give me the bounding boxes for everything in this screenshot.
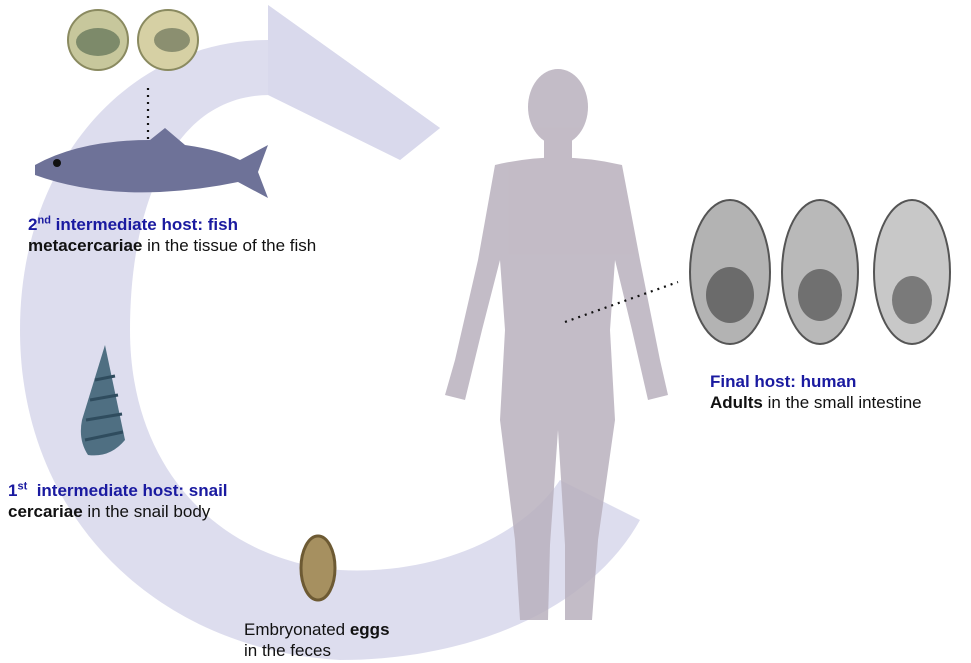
snail-host-suffix: st	[17, 480, 27, 492]
eggs-prefix: Embryonated	[244, 620, 350, 639]
human-host-title: Final host: human	[710, 372, 856, 391]
fish-stage: metacercariae	[28, 236, 142, 255]
fish-host-title: 2nd intermediate host: fish	[28, 215, 238, 234]
snail-location: in the snail body	[83, 502, 211, 521]
snail-host-text: intermediate host: snail	[27, 481, 227, 500]
egg-icon	[301, 536, 335, 600]
fish-host-text: intermediate host: fish	[51, 215, 238, 234]
snail-host-label: 1st intermediate host: snail cercariae i…	[8, 480, 228, 522]
fish-host-label: 2nd intermediate host: fish metacercaria…	[28, 214, 316, 256]
human-location: in the small intestine	[763, 393, 922, 412]
fish-host-suffix: nd	[37, 214, 50, 226]
metacercariae-image	[68, 10, 198, 70]
human-stage: Adults	[710, 393, 763, 412]
eggs-label: Embryonated eggs in the feces	[244, 619, 390, 661]
eggs-location: in the feces	[244, 641, 331, 660]
snail-stage: cercariae	[8, 502, 83, 521]
human-host-label: Final host: human Adults in the small in…	[710, 371, 922, 413]
fish-location: in the tissue of the fish	[142, 236, 316, 255]
eggs-stage: eggs	[350, 620, 390, 639]
adult-flukes-image	[690, 200, 950, 344]
snail-host-title: 1st intermediate host: snail	[8, 481, 228, 500]
